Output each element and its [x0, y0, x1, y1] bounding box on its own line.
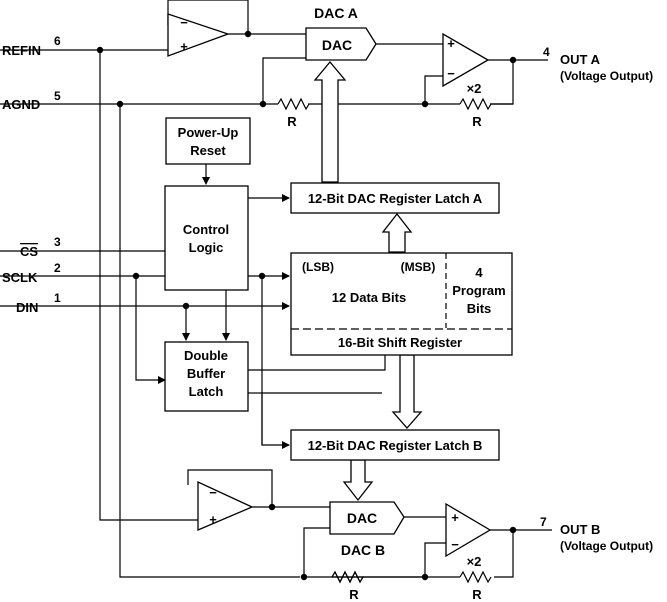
shift-register-label: 16-Bit Shift Register	[338, 335, 462, 350]
pin-refin-num: 6	[54, 34, 61, 48]
latch-a-block: 12-Bit DAC Register Latch A	[290, 182, 500, 214]
svg-text:Latch: Latch	[189, 384, 224, 399]
svg-text:Reset: Reset	[190, 143, 226, 158]
svg-text:+: +	[209, 512, 217, 527]
svg-text:Buffer: Buffer	[187, 366, 225, 381]
svg-text:Bits: Bits	[467, 301, 492, 316]
dac-a-title: DAC A	[314, 5, 358, 21]
opamp-output-a: + −	[442, 32, 490, 88]
pin-cs-label: CS	[20, 244, 38, 259]
pin-din-label: DIN	[16, 300, 38, 315]
dac-b-block: DAC DAC B	[329, 501, 405, 558]
svg-text:−: −	[180, 15, 188, 30]
svg-text:−: −	[451, 537, 459, 552]
svg-text:Double: Double	[184, 348, 228, 363]
pin-agnd-num: 5	[54, 89, 61, 103]
pin-labels: REFIN 6 AGND 5 CS 3 SCLK 2 DIN 1 4 OUT A…	[2, 34, 653, 553]
dac-b-label: DAC	[347, 510, 377, 526]
pin-outb-label: OUT B	[560, 522, 600, 537]
svg-text:R: R	[349, 587, 359, 602]
pin-agnd-label: AGND	[2, 97, 40, 112]
resistor-a-left: R	[277, 97, 310, 129]
svg-text:+: +	[447, 36, 455, 51]
resistor-b-right: R ×2	[459, 554, 492, 602]
svg-text:+: +	[451, 510, 459, 525]
svg-text:×2: ×2	[467, 81, 482, 96]
opamp-output-b: + −	[445, 502, 492, 558]
svg-text:+: +	[180, 39, 188, 54]
svg-text:4: 4	[475, 265, 483, 280]
resistor-b-left: R	[304, 570, 425, 602]
latch-b-block: 12-Bit DAC Register Latch B	[290, 429, 500, 461]
dac-a-block: DAC DAC A	[305, 5, 377, 61]
pin-outb-num: 7	[540, 515, 547, 529]
pin-sclk-label: SCLK	[2, 270, 38, 285]
svg-text:12-Bit DAC Register Latch B: 12-Bit DAC Register Latch B	[308, 438, 483, 453]
pin-sclk-num: 2	[54, 261, 61, 275]
wires	[0, 0, 552, 578]
pin-outb-sub: (Voltage Output)	[560, 539, 653, 553]
bus-arrows	[261, 60, 423, 502]
pin-outa-label: OUT A	[560, 52, 601, 67]
dac-a-label: DAC	[322, 37, 352, 53]
power-up-reset-block: Power-Up Reset	[165, 117, 251, 165]
svg-text:Program: Program	[452, 283, 505, 298]
svg-text:Power-Up: Power-Up	[178, 125, 239, 140]
svg-text:12-Bit DAC Register Latch A: 12-Bit DAC Register Latch A	[308, 191, 483, 206]
control-logic-block: Control Logic	[164, 185, 249, 291]
lsb-label: (LSB)	[302, 260, 334, 274]
shift-register-block: (LSB) (MSB) 12 Data Bits 4 Program Bits …	[290, 252, 513, 356]
double-buffer-latch-block: Double Buffer Latch	[164, 341, 249, 412]
svg-text:Logic: Logic	[189, 240, 224, 255]
pin-outa-num: 4	[543, 45, 550, 59]
data-bits-label: 12 Data Bits	[332, 290, 406, 305]
svg-text:−: −	[209, 485, 217, 500]
svg-text:Control: Control	[183, 222, 229, 237]
pin-refin-label: REFIN	[2, 43, 41, 58]
resistor-a-right: R ×2	[459, 81, 513, 129]
svg-text:−: −	[447, 66, 455, 81]
dac-b-title: DAC B	[341, 542, 385, 558]
opamp-refin-buffer-a: + −	[167, 13, 230, 57]
svg-text:R: R	[472, 114, 482, 129]
svg-text:×2: ×2	[467, 554, 482, 569]
svg-text:R: R	[287, 114, 297, 129]
pin-din-num: 1	[54, 291, 61, 305]
svg-text:R: R	[472, 587, 482, 602]
pin-cs-num: 3	[54, 235, 61, 249]
opamp-refin-buffer-b: − +	[197, 480, 254, 531]
junction-dots	[96, 30, 517, 581]
msb-label: (MSB)	[401, 260, 436, 274]
pin-outa-sub: (Voltage Output)	[560, 69, 653, 83]
